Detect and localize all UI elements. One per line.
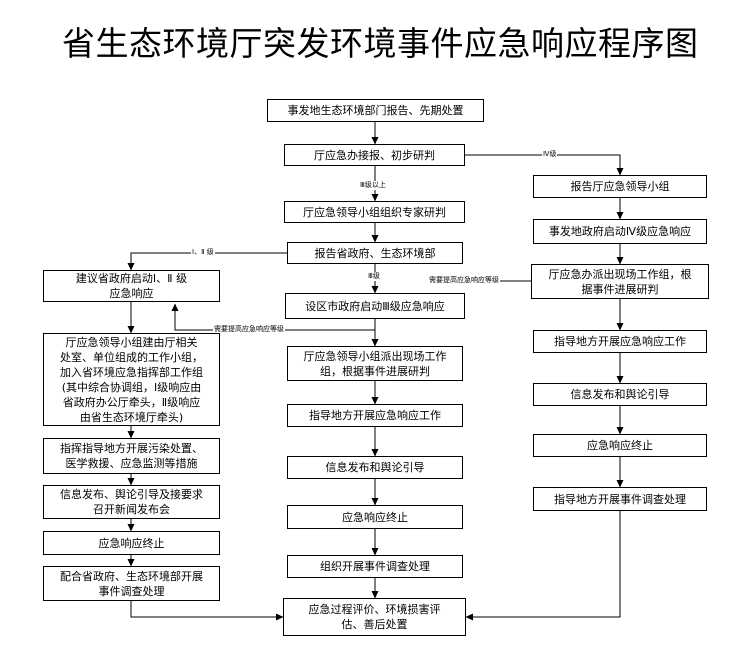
- node-left-investigate: 配合省政府、生态环境部开展 事件调查处理: [43, 566, 220, 601]
- label-upgrade-right: 需要提高应急响应等级: [428, 276, 500, 285]
- node-city-end: 应急响应终止: [287, 505, 463, 529]
- node-receive: 厅应急办接报、初步研判: [284, 144, 465, 166]
- label-level3-above: Ⅲ级以上: [359, 181, 387, 190]
- page-title: 省生态环境厅突发环境事件应急响应程序图: [62, 24, 699, 63]
- node-city-team: 厅应急领导小组派出现场工作 组，根据事件进展研判: [287, 346, 463, 381]
- node-command: 厅应急领导小组建由厅相关 处室、单位组成的工作小组， 加入省环境应急指挥部工作组…: [43, 333, 220, 426]
- edge-rinvestigate-final: [465, 511, 621, 621]
- node-report: 事发地生态环境部门报告、先期处置: [267, 99, 484, 122]
- node-left-end: 应急响应终止: [43, 531, 220, 555]
- edge-linvestigate-final: [130, 601, 284, 621]
- label-level12: Ⅰ、Ⅱ 级: [191, 248, 215, 257]
- node-suggest: 建议省政府启动Ⅰ、Ⅱ 级 应急响应: [43, 270, 220, 302]
- node-right-report: 报告厅应急领导小组: [533, 175, 707, 198]
- node-right-info: 信息发布和舆论引导: [533, 383, 707, 406]
- node-right-start: 事发地政府启动Ⅳ级应急响应: [533, 219, 707, 244]
- node-report-gov: 报告省政府、生态环境部: [287, 242, 463, 264]
- label-level4: Ⅳ级: [542, 150, 558, 159]
- node-city-direct: 指导地方开展应急响应工作: [287, 404, 463, 427]
- node-left-info: 信息发布、舆论引导及接要求 召开新闻发布会: [43, 485, 220, 519]
- node-left-direct: 指挥指导地方开展污染处置、 医学救援、应急监测等措施: [43, 438, 220, 474]
- node-city-start: 设区市政府启动Ⅲ级应急响应: [285, 293, 465, 319]
- edge-receive-rreport: [465, 154, 624, 176]
- node-expert: 厅应急领导小组组织专家研判: [284, 201, 465, 223]
- node-city-investigate: 组织开展事件调查处理: [287, 555, 463, 578]
- node-final: 应急过程评价、环境损害评 估、善后处置: [283, 598, 466, 636]
- node-right-team: 厅应急办派出现场工作组，根 据事件进展研判: [531, 264, 709, 299]
- node-city-info: 信息发布和舆论引导: [287, 456, 463, 479]
- node-right-direct: 指导地方开展应急响应工作: [533, 330, 707, 353]
- node-right-investigate: 指导地方开展事件调查处理: [533, 487, 707, 511]
- label-level3: Ⅲ级: [367, 272, 381, 281]
- node-right-end: 应急响应终止: [533, 434, 707, 457]
- edge-reportgov-suggest: [127, 252, 287, 271]
- label-upgrade-center: 需要提高应急响应等级: [213, 325, 285, 334]
